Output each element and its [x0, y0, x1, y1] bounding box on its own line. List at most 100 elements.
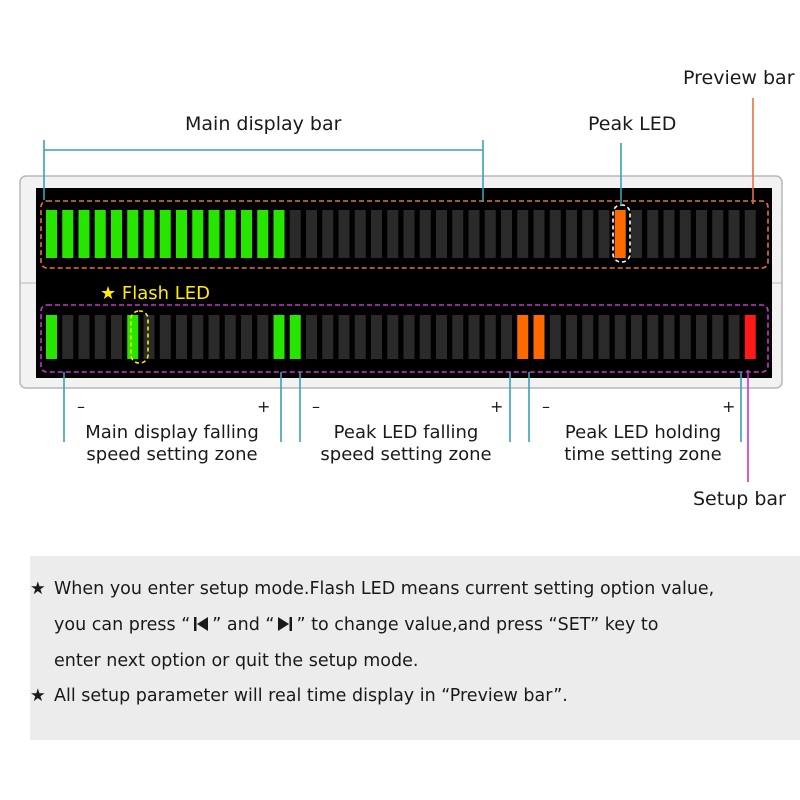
- preview-led-off: [354, 210, 366, 258]
- setup-led-off: [338, 315, 350, 359]
- preview-led-green: [94, 210, 106, 258]
- zone3-plus: +: [722, 397, 736, 416]
- zone2-minus: –: [312, 397, 320, 416]
- preview-led-off: [436, 210, 447, 258]
- setup-led-off: [176, 315, 187, 359]
- preview-led-green: [127, 210, 139, 258]
- setup-led-off: [501, 315, 512, 359]
- leader-lines: [43, 140, 742, 442]
- setup-led-off: [224, 315, 236, 359]
- setup-led-orange: [533, 315, 545, 359]
- preview-led-off: [598, 210, 610, 258]
- preview-led-off: [679, 210, 691, 258]
- setup-led-green: [289, 315, 301, 359]
- preview-led-green: [224, 210, 236, 258]
- zone2-plus: +: [490, 397, 504, 416]
- preview-led-off: [387, 210, 399, 258]
- note-1-text: When you enter setup mode.Flash LED mean…: [54, 579, 715, 599]
- preview-led-off: [663, 210, 675, 258]
- preview-led-off: [549, 210, 561, 258]
- preview-led-green: [273, 210, 285, 258]
- setup-led-off: [696, 315, 707, 359]
- preview-led-off: [322, 210, 334, 258]
- next-track-icon: [278, 617, 293, 631]
- setup-led-off: [663, 315, 675, 359]
- preview-led-off: [468, 210, 480, 258]
- zone3-label-line1: Peak LED holding: [564, 422, 722, 443]
- setup-led-off: [647, 315, 659, 359]
- star-icon: ★: [30, 686, 46, 706]
- note-3: enter next option or quit the setup mode…: [54, 650, 418, 672]
- setup-led-off: [94, 315, 106, 359]
- preview-led-green: [159, 210, 171, 258]
- setup-bar-outline: [40, 304, 769, 373]
- zone2-label-line1: Peak LED falling: [333, 422, 479, 443]
- preview-led-off: [647, 210, 659, 258]
- setup-led-off: [452, 315, 464, 359]
- preview-bar-label: Preview bar: [683, 67, 795, 89]
- preview-led-green: [241, 210, 252, 258]
- star-icon: ★: [30, 579, 46, 599]
- preview-led-off: [501, 210, 512, 258]
- setup-led-green: [273, 315, 285, 359]
- preview-led-green: [62, 210, 74, 258]
- setup-led-off: [354, 315, 366, 359]
- preview-led-green: [46, 210, 57, 258]
- setup-led-off: [712, 315, 724, 359]
- preview-bar-outline: [40, 200, 769, 269]
- flash-led-highlight: [130, 310, 149, 364]
- preview-led-off: [582, 210, 594, 258]
- note-4-text: All setup parameter will real time displ…: [54, 686, 568, 706]
- preview-led-green: [192, 210, 204, 258]
- preview-led-off: [566, 210, 577, 258]
- preview-led-off: [631, 210, 642, 258]
- led-meter-diagram: ★ Flash LED: [19, 98, 783, 482]
- setup-led-off: [208, 315, 220, 359]
- preview-led-off: [338, 210, 350, 258]
- setup-led-orange: [517, 315, 529, 359]
- preview-led-green: [176, 210, 187, 258]
- setup-led-off: [598, 315, 610, 359]
- preview-led-off: [533, 210, 545, 258]
- setup-led-off: [549, 315, 561, 359]
- setup-led-off: [371, 315, 382, 359]
- setup-led-off: [728, 315, 740, 359]
- preview-led-off: [289, 210, 301, 258]
- setup-led-off: [566, 315, 577, 359]
- preview-led-off: [712, 210, 724, 258]
- preview-led-green: [257, 210, 269, 258]
- zone1-plus: +: [257, 397, 271, 416]
- setup-led-off: [631, 315, 642, 359]
- peak-led-label: Peak LED: [588, 113, 677, 135]
- setup-led-off: [192, 315, 204, 359]
- preview-led-off: [452, 210, 464, 258]
- note-2-text-a: you can press “: [54, 615, 191, 635]
- setup-led-green: [46, 315, 57, 359]
- preview-led-off: [728, 210, 740, 258]
- setup-led-off: [306, 315, 317, 359]
- setup-led-off: [111, 315, 122, 359]
- setup-led-off: [143, 315, 155, 359]
- setup-led-off: [241, 315, 252, 359]
- note-2-text-c: ” to change value,and press “SET” key to: [296, 615, 659, 635]
- preview-led-off: [696, 210, 707, 258]
- setup-bar-leds: [46, 315, 756, 359]
- setup-led-off: [484, 315, 496, 359]
- notes-panel: ★ When you enter setup mode.Flash LED mea…: [30, 556, 800, 740]
- preview-bar-leds: [46, 210, 756, 258]
- setup-led-off: [679, 315, 691, 359]
- preview-led-green: [208, 210, 220, 258]
- note-4: ★ All setup parameter will real time disp…: [30, 685, 568, 707]
- zone1-label-line2: speed setting zone: [86, 444, 258, 465]
- setup-led-off: [436, 315, 447, 359]
- setup-led-off: [322, 315, 334, 359]
- setup-led-off: [582, 315, 594, 359]
- zone1-minus: –: [77, 397, 85, 416]
- note-1: ★ When you enter setup mode.Flash LED mea…: [30, 578, 714, 600]
- zone1-label-line1: Main display falling: [85, 422, 259, 443]
- preview-led-off: [484, 210, 496, 258]
- setup-led-off: [78, 315, 90, 359]
- setup-led-off: [387, 315, 399, 359]
- flash-led-label: ★ Flash LED: [100, 283, 210, 304]
- preview-led-off: [371, 210, 382, 258]
